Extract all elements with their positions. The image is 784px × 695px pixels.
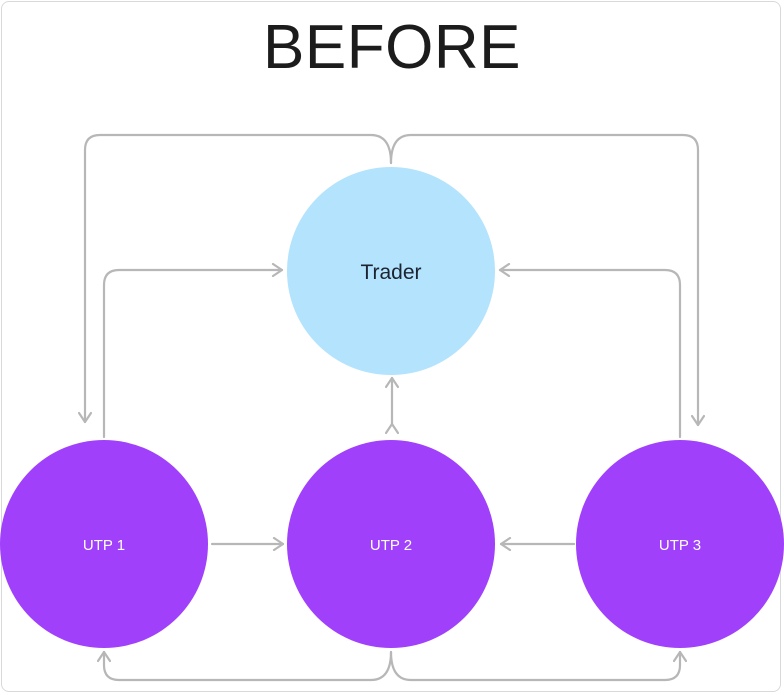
node-utp3: UTP 3 bbox=[576, 440, 784, 648]
edge-utp3-to-trader bbox=[498, 270, 682, 439]
utp3-label: UTP 3 bbox=[659, 537, 701, 554]
edge-trader-to-utp1 bbox=[85, 133, 393, 424]
edge-utp2-to-utp1 bbox=[104, 650, 393, 682]
edge-utp2-to-utp3 bbox=[389, 650, 680, 682]
trader-label: Trader bbox=[360, 261, 421, 284]
node-utp2: UTP 2 bbox=[287, 440, 495, 648]
trader-circle bbox=[287, 167, 495, 375]
node-trader: Trader bbox=[287, 167, 495, 375]
edge-trader-to-utp3 bbox=[389, 133, 698, 427]
utp3-circle bbox=[576, 440, 784, 648]
edge-utp1-to-trader bbox=[102, 270, 284, 439]
utp1-circle bbox=[0, 440, 208, 648]
utp2-label: UTP 2 bbox=[370, 537, 412, 554]
diagram-title: BEFORE bbox=[263, 13, 521, 82]
utp1-label: UTP 1 bbox=[83, 537, 125, 554]
node-utp1: UTP 1 bbox=[0, 440, 208, 648]
utp2-circle bbox=[287, 440, 495, 648]
